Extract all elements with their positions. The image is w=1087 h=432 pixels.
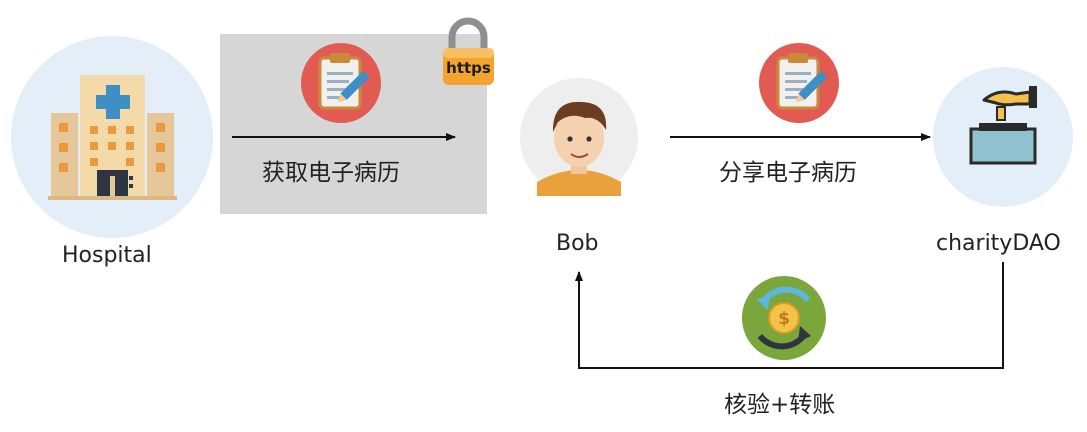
hospital-label: Hospital — [62, 243, 152, 268]
https-badge-label: https — [446, 59, 491, 77]
shared-record-icon — [759, 43, 839, 123]
donation-box-icon — [969, 86, 1037, 165]
charity-label: charityDAO — [936, 231, 1061, 256]
share-record-label: 分享电子病历 — [719, 160, 857, 186]
https-lock-icon: https — [443, 17, 494, 85]
hospital-icon — [48, 75, 177, 200]
hospital-node — [11, 36, 213, 238]
bob-label: Bob — [556, 231, 599, 256]
get-record-label: 获取电子病历 — [262, 160, 400, 186]
svg-text:$: $ — [778, 309, 790, 329]
person-avatar-icon — [537, 101, 621, 196]
arrow-verify-transfer — [575, 262, 1004, 369]
coin-transfer-icon: $ — [742, 276, 826, 360]
medical-record-icon — [301, 43, 381, 123]
bob-node — [520, 78, 638, 196]
verify-transfer-label: 核验+转账 — [724, 392, 836, 418]
charity-node — [933, 67, 1073, 207]
